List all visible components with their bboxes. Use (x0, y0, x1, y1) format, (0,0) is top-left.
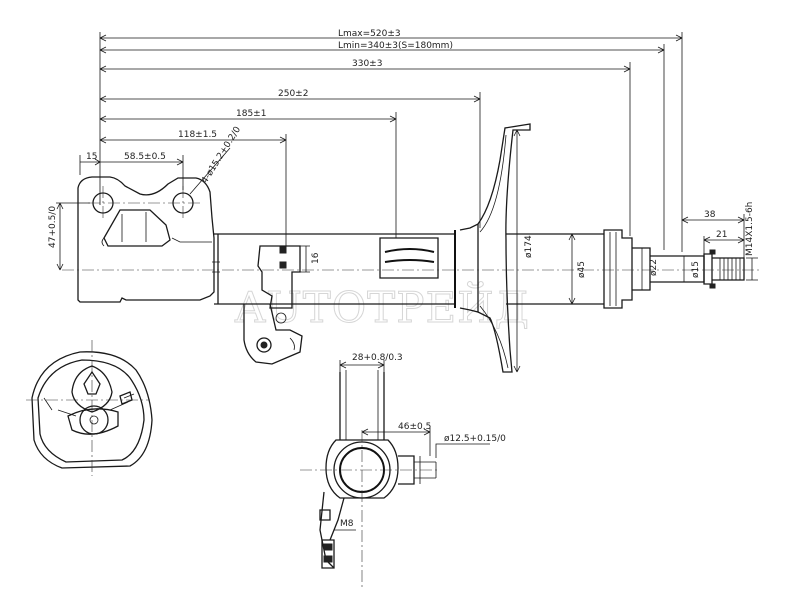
dim-lmin: Lmin=340±3(S=180mm) (338, 41, 453, 51)
dim-21: 21 (716, 230, 727, 240)
dim-28: 28+0.8/0.3 (352, 353, 403, 363)
strut-body (62, 123, 760, 373)
dim-185: 185±1 (236, 109, 266, 119)
dim-lmax: Lmax=520±3 (338, 29, 401, 39)
dim-15: 15 (86, 152, 97, 162)
dim-250: 250±2 (278, 89, 308, 99)
dim-46: 46±0.5 (398, 422, 431, 432)
dim-58-5: 58.5±0.5 (124, 152, 166, 162)
dim-45: ø45 (577, 261, 587, 278)
dim-174: ø174 (524, 235, 534, 258)
watermark: AUTOTPEЙД (234, 280, 530, 332)
dim-118: 118±1.5 (178, 130, 217, 140)
dim-m8: M8 (340, 519, 354, 529)
dim-38: 38 (704, 210, 716, 220)
bracket-section-view: 28+0.8/0.3 46±0.5 ø12.5+0.15/0 M8 (300, 353, 506, 590)
end-view (26, 340, 153, 476)
dim-330: 330±3 (352, 59, 382, 69)
dim-47: 47+0.5/0 (48, 206, 58, 248)
dim-thread: M14X1.5-6h (745, 202, 755, 256)
dim-15b: ø15 (691, 261, 701, 278)
dim-16: 16 (311, 252, 321, 264)
dim-12-5: ø12.5+0.15/0 (444, 434, 506, 444)
dim-22: ø22 (649, 259, 659, 276)
